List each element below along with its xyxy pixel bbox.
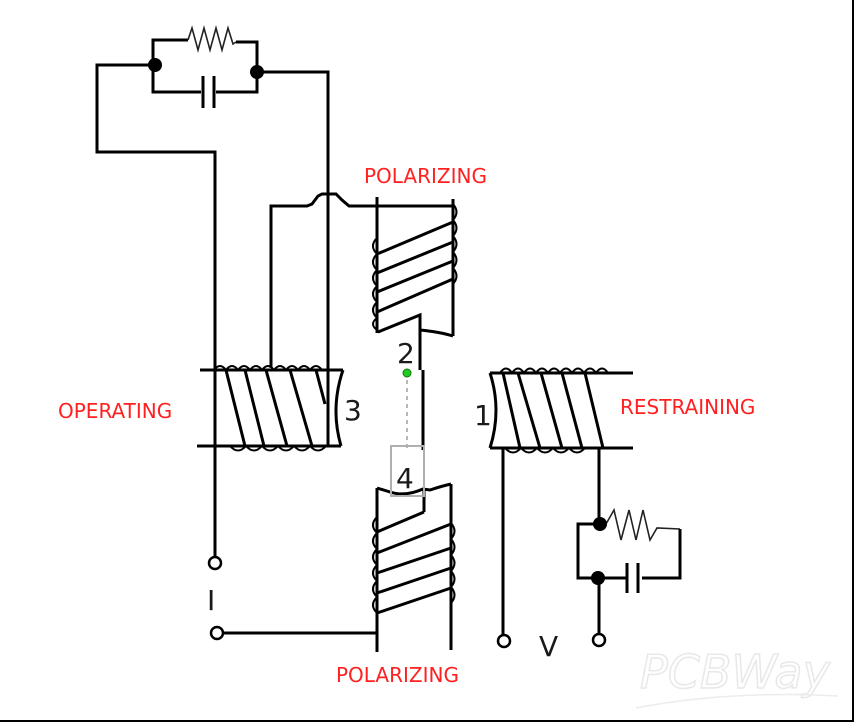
winding	[376, 522, 452, 555]
watermark-swoosh	[635, 693, 839, 709]
winding	[376, 240, 454, 275]
watermark-text: PCBWay	[640, 645, 831, 699]
wire-rc-to-operating-left	[95, 63, 217, 558]
label-operating: OPERATING	[58, 399, 172, 423]
winding-loops-right	[451, 203, 458, 285]
winding	[376, 259, 454, 294]
operating-coil	[197, 365, 345, 452]
pole-face-3	[334, 369, 345, 447]
winding	[288, 369, 314, 447]
pole-number-4: 4	[396, 462, 414, 495]
winding-loops-right	[449, 522, 456, 604]
label-polarizing-top: POLARIZING	[364, 164, 487, 188]
winding	[516, 372, 542, 449]
wire-operating-to-polarizing	[269, 192, 455, 368]
rc-top-right-wire	[236, 40, 259, 72]
pcbway-watermark: PCBWay	[635, 644, 839, 709]
rc-right-wire	[642, 529, 682, 580]
winding	[376, 277, 454, 314]
resistor-bottom	[605, 507, 681, 543]
winding	[376, 220, 454, 256]
rc-left-wire	[576, 522, 599, 580]
winding-loops-bottom	[229, 444, 327, 452]
winding	[583, 372, 605, 449]
terminal-v-right[interactable]	[591, 632, 607, 648]
winding-loops-left	[372, 516, 379, 614]
pole-number-3: 3	[344, 394, 362, 427]
junction-dot	[591, 571, 605, 585]
winding	[560, 372, 584, 449]
bottom-rc-network	[576, 507, 682, 634]
winding-loops-bottom	[504, 446, 586, 454]
terminal-i-bottom[interactable]	[209, 625, 225, 641]
resistor-top	[187, 24, 237, 54]
winding	[501, 372, 522, 449]
terminal-i-top[interactable]	[207, 555, 223, 571]
rc-cap-left-wire	[151, 68, 201, 94]
terminal-label-i: I	[207, 584, 215, 617]
pole-face-1	[488, 372, 498, 449]
junction-dot	[593, 517, 607, 531]
pole-face-4	[376, 482, 452, 496]
winding	[376, 586, 452, 615]
restraining-coil	[488, 367, 633, 454]
terminal-v-left[interactable]	[496, 633, 512, 649]
winding	[376, 546, 452, 575]
winding	[224, 369, 247, 447]
winding-loops-top	[499, 367, 609, 375]
winding	[376, 566, 452, 595]
winding	[243, 369, 266, 447]
terminal-label-v: V	[539, 630, 558, 663]
winding	[539, 372, 564, 449]
pole-number-2: 2	[397, 337, 415, 370]
selection-box[interactable]	[390, 445, 425, 497]
winding-loops-top	[213, 365, 323, 372]
pole-number-1: 1	[474, 399, 492, 432]
winding	[376, 510, 425, 534]
wire-rc-to-operating-right	[257, 70, 330, 368]
pivot-point[interactable]	[402, 368, 412, 378]
polarizing-coil-top	[372, 197, 458, 370]
winding	[314, 369, 327, 405]
label-restraining: RESTRAINING	[620, 395, 755, 419]
polarizing-coil-bottom	[372, 482, 456, 652]
label-polarizing-bottom: POLARIZING	[336, 663, 459, 687]
winding	[264, 369, 289, 447]
pole-face-2	[377, 312, 454, 338]
winding-loops-left	[372, 237, 379, 331]
top-rc-network	[148, 24, 264, 108]
